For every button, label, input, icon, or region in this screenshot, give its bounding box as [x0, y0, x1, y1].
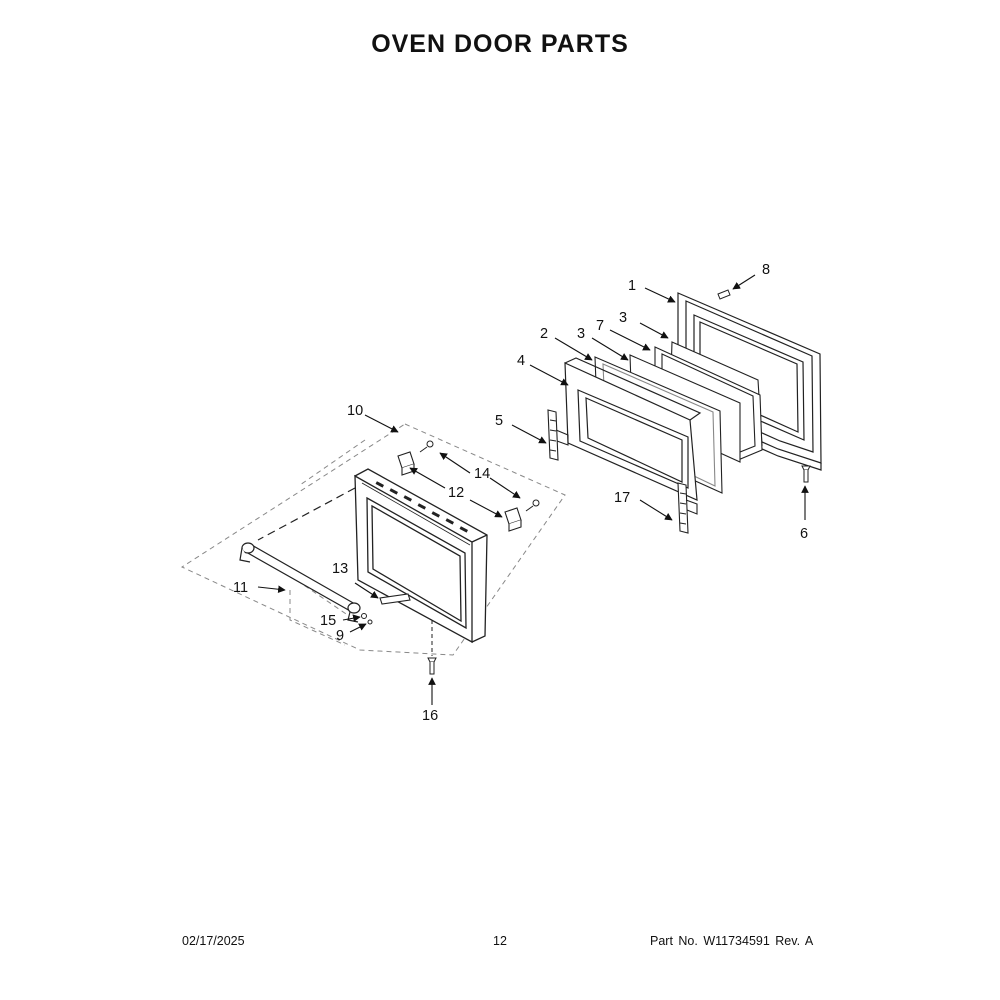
callout-10: 10	[347, 403, 363, 419]
callout-12: 12	[448, 485, 464, 501]
footer-date: 02/17/2025	[182, 934, 245, 948]
inner-door-frame	[564, 357, 702, 501]
screw-16	[427, 657, 437, 675]
callout-15: 15	[320, 613, 336, 629]
callout-7: 7	[596, 318, 604, 334]
callout-17: 17	[614, 490, 630, 506]
callout-5: 5	[495, 413, 503, 429]
footer-part-info: Part No. W11734591 Rev. A	[650, 934, 814, 948]
callout-6: 6	[800, 526, 808, 542]
callout-4: 4	[517, 353, 525, 369]
callout-11: 11	[233, 580, 248, 596]
callout-3b: 3	[577, 326, 585, 342]
footer-page-number: 12	[493, 934, 507, 948]
callout-13: 13	[332, 561, 348, 577]
callout-14: 14	[474, 466, 490, 482]
screw-8	[717, 289, 731, 300]
handle-alignment-line	[257, 487, 356, 541]
callout-1: 1	[628, 278, 636, 294]
callout-9: 9	[336, 628, 344, 644]
hinge-right	[677, 482, 698, 534]
callouts: 1 8 3 7 3 2 4 5 6 17 10 14 12 11 13 15 9…	[233, 262, 808, 724]
fastener-9	[367, 619, 373, 625]
outer-door-front	[354, 468, 488, 644]
callout-8: 8	[762, 262, 770, 278]
screw-6	[801, 465, 811, 483]
screw-14b	[525, 499, 540, 512]
hinge-left	[547, 409, 569, 461]
callout-2: 2	[540, 326, 548, 342]
door-vent-slots	[375, 481, 469, 533]
fastener-15	[361, 613, 367, 619]
callout-16: 16	[422, 708, 438, 724]
screw-14a	[419, 440, 434, 453]
callout-3a: 3	[619, 310, 627, 326]
leader-lines	[257, 274, 809, 705]
page-title: OVEN DOOR PARTS	[371, 30, 629, 58]
door-handle	[239, 542, 361, 623]
bracket-right	[504, 507, 522, 532]
bracket-left	[397, 451, 415, 476]
handle-trim	[379, 593, 411, 605]
